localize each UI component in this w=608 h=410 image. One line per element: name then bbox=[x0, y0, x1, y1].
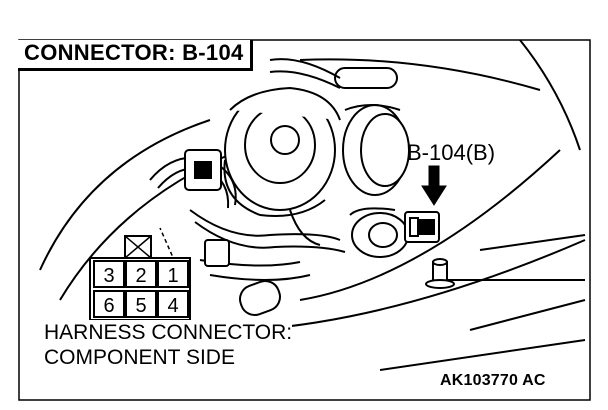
secondary-canister bbox=[342, 104, 410, 196]
connector-title: CONNECTOR: B-104 bbox=[18, 40, 253, 71]
pin-6: 6 bbox=[103, 295, 114, 317]
harness-label-line2: COMPONENT SIDE bbox=[44, 346, 235, 369]
harness-connector-label: HARNESS CONNECTOR: COMPONENT SIDE bbox=[44, 320, 293, 370]
pin-row-bottom: 6 5 4 bbox=[93, 290, 189, 318]
harness-clip bbox=[184, 149, 230, 267]
pin-row-top: 3 2 1 bbox=[93, 260, 189, 288]
upper-hose bbox=[269, 58, 398, 89]
pin-2: 2 bbox=[135, 265, 146, 287]
figure-frame bbox=[18, 39, 591, 401]
main-component bbox=[223, 86, 341, 246]
harness-label-line1: HARNESS CONNECTOR: bbox=[44, 321, 293, 344]
pin-5: 5 bbox=[135, 295, 146, 317]
pin-3: 3 bbox=[103, 265, 114, 287]
harness-connector-diagram: 3 2 1 6 5 4 bbox=[89, 235, 191, 321]
component-b104 bbox=[349, 207, 440, 258]
connector-callout-label: B-104(B) bbox=[407, 140, 496, 165]
callout-arrow bbox=[421, 165, 447, 206]
pin-4: 4 bbox=[167, 295, 178, 317]
lower-pipe bbox=[239, 280, 281, 316]
pin-1: 1 bbox=[167, 265, 178, 287]
bolt bbox=[425, 258, 455, 289]
connector-leader-line bbox=[159, 227, 176, 263]
figure-code: AK103770 AC bbox=[440, 372, 546, 389]
